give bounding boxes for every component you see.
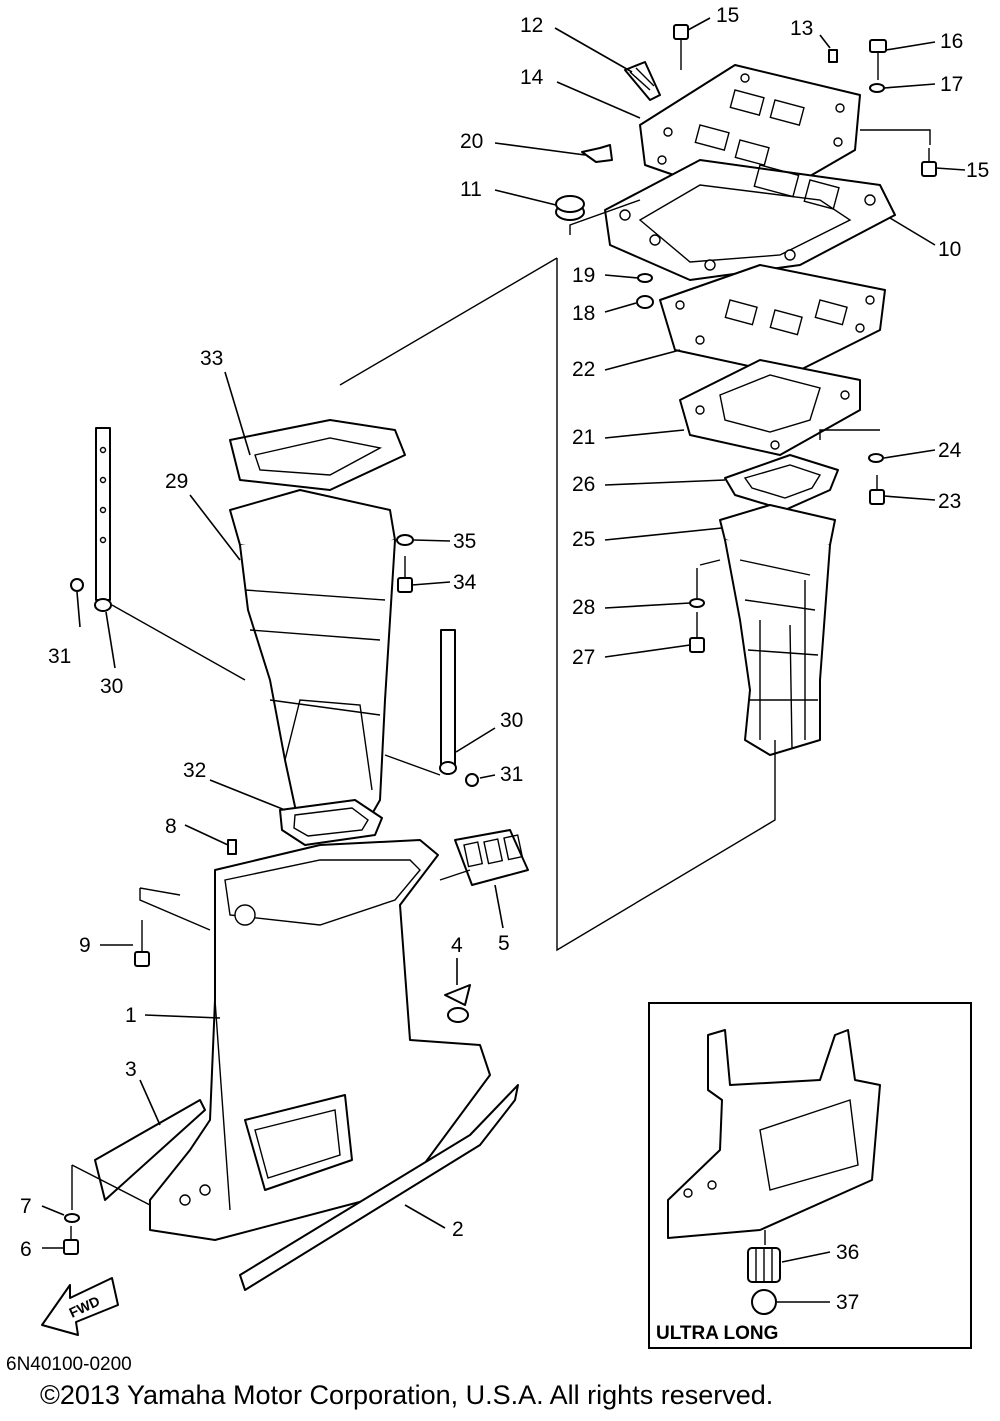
callout-7: 7	[20, 1195, 32, 1218]
callout-31-left: 31	[48, 645, 71, 668]
trim-strip-3	[94, 1099, 206, 1201]
fwd-arrow-icon: FWD	[41, 1277, 119, 1336]
inset-ultra-long: ULTRA LONG	[648, 1002, 972, 1349]
copyright-notice: ©2013 Yamaha Motor Corporation, U.S.A. A…	[40, 1380, 773, 1410]
callout-13: 13	[790, 17, 813, 40]
callout-15-right: 15	[966, 159, 989, 182]
callout-23: 23	[938, 490, 961, 513]
fitting-20	[581, 144, 613, 163]
gasket-26	[724, 454, 839, 511]
callout-35: 35	[453, 530, 476, 553]
strap-30-right	[439, 629, 457, 775]
callout-26: 26	[572, 473, 595, 496]
bolt-9	[134, 920, 150, 967]
callout-2: 2	[452, 1218, 464, 1241]
washer-35	[396, 534, 414, 546]
washer-19	[637, 273, 653, 283]
callout-6: 6	[20, 1238, 32, 1261]
bolt-15-top	[673, 24, 689, 70]
callout-11: 11	[460, 178, 482, 201]
callout-1: 1	[125, 1004, 137, 1027]
grommet-11	[555, 195, 585, 221]
callout-18: 18	[572, 302, 595, 325]
gasket-32	[279, 799, 383, 846]
callout-32: 32	[183, 759, 206, 782]
strap-30-left	[94, 427, 112, 612]
washer-24	[868, 453, 884, 463]
callout-3: 3	[125, 1058, 137, 1081]
callout-8: 8	[165, 815, 177, 838]
plate-21	[679, 359, 861, 456]
callout-27: 27	[572, 646, 595, 669]
nut-18	[636, 295, 654, 309]
bolt-6	[63, 1226, 79, 1255]
part-code: 6N40100-0200	[6, 1354, 132, 1375]
callout-33: 33	[200, 347, 223, 370]
bolt-15-right	[921, 148, 937, 177]
pin-13	[828, 49, 838, 63]
clip-31-left	[70, 578, 84, 592]
gasket-22	[659, 264, 886, 376]
exhaust-manifold-25	[719, 504, 836, 756]
dowel-8	[227, 839, 237, 855]
callout-24: 24	[938, 439, 962, 462]
clip-37	[751, 1289, 777, 1315]
bolt-34	[397, 556, 413, 593]
lower-casing-1	[149, 839, 491, 1241]
callout-30-right: 30	[500, 709, 523, 732]
callout-30-left: 30	[100, 675, 123, 698]
callout-37: 37	[836, 1291, 859, 1314]
nut-36	[747, 1247, 781, 1283]
assembly-guide-lines	[71, 129, 931, 1210]
callout-21: 21	[572, 426, 595, 449]
bolt-23	[869, 475, 885, 505]
callout-17: 17	[940, 73, 963, 96]
callout-10: 10	[938, 238, 961, 261]
callout-25: 25	[572, 528, 595, 551]
washer-17	[869, 83, 885, 93]
callout-4: 4	[451, 934, 463, 957]
callout-29: 29	[165, 470, 188, 493]
upper-casing-29	[229, 419, 406, 836]
inset-title: ULTRA LONG	[656, 1323, 778, 1344]
bolt-16	[869, 39, 887, 80]
callout-31-right: 31	[500, 763, 523, 786]
callout-9: 9	[79, 934, 91, 957]
callout-16: 16	[940, 30, 963, 53]
grommet-12	[624, 61, 661, 101]
clip-31-right	[465, 773, 479, 787]
callout-22: 22	[572, 358, 595, 381]
washer-7	[64, 1213, 80, 1223]
callout-5: 5	[498, 932, 510, 955]
leader-lines	[41, 17, 966, 1249]
callout-19: 19	[572, 264, 595, 287]
callout-12: 12	[520, 14, 543, 37]
callout-28: 28	[572, 596, 595, 619]
drain-plug-4	[444, 984, 471, 1023]
callout-numbers: 12 15 13 16 17 14 20 11 15 10 19 18 22 2…	[20, 4, 989, 1314]
water-inlet-cover-5	[454, 829, 529, 886]
callout-36: 36	[836, 1241, 859, 1264]
exhaust-guide-10	[604, 159, 896, 281]
bolt-27	[689, 612, 705, 653]
callout-20: 20	[460, 130, 483, 153]
callout-34: 34	[453, 571, 477, 594]
washer-28	[689, 598, 705, 608]
trim-strip-2	[239, 1084, 519, 1291]
callout-14: 14	[520, 66, 544, 89]
callout-15-top: 15	[716, 4, 739, 27]
